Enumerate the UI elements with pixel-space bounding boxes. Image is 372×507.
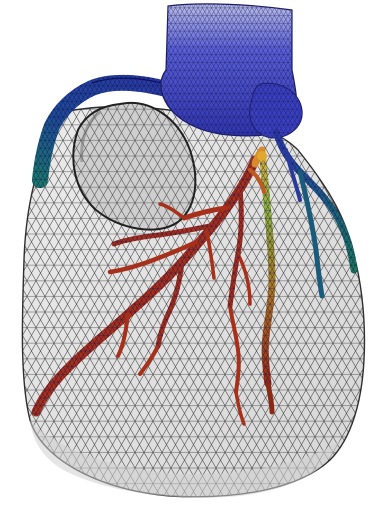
aorta <box>161 4 302 138</box>
